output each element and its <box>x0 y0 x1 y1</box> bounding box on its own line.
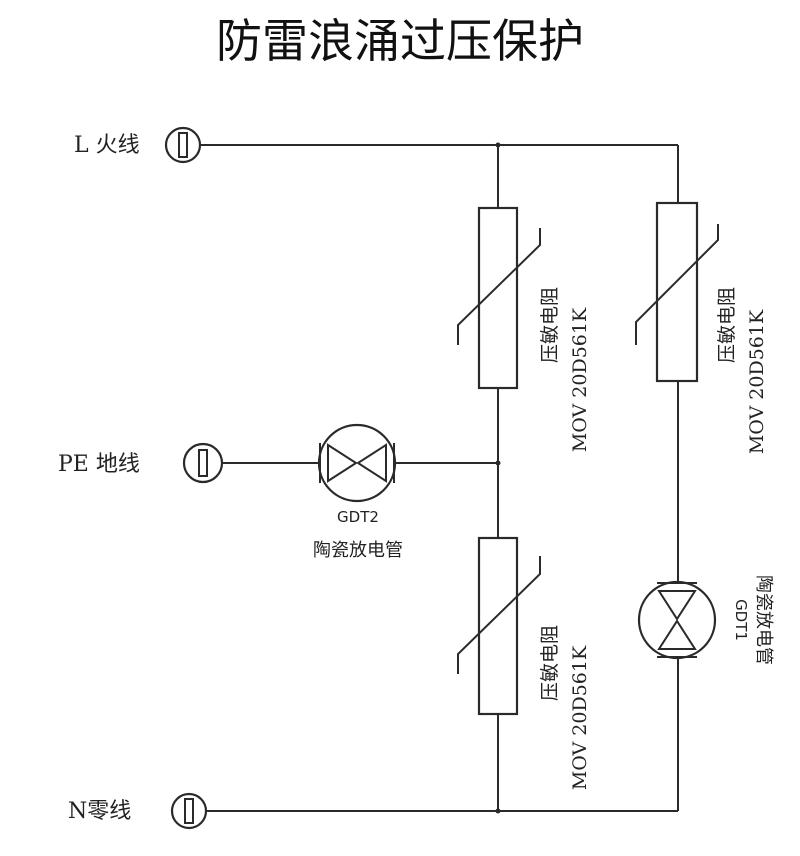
gdt1: GDT1 陶瓷放电管 <box>637 575 774 665</box>
mov-name-label: 压敏电阻 <box>539 625 561 701</box>
varistor-body <box>477 536 519 716</box>
gdt1-name-label: 陶瓷放电管 <box>753 575 774 665</box>
terminal-live: L 火线 <box>74 126 202 164</box>
gdt2: GDT2 陶瓷放电管 <box>313 423 403 561</box>
mov-lower: MOV 20D561K 压敏电阻 <box>457 536 591 790</box>
diagram-title: 防雷浪涌过压保护 <box>216 14 584 68</box>
earth-label: PE 地线 <box>58 452 140 477</box>
electrode-triangle <box>327 443 358 483</box>
mov-model-label: MOV 20D561K <box>569 645 591 790</box>
terminal-earth: PE 地线 <box>58 442 224 484</box>
neutral-label: N零线 <box>68 799 131 824</box>
varistor-symbol-icon <box>457 556 541 674</box>
mov-model-label: MOV 20D561K <box>569 307 591 452</box>
varistor-symbol-icon <box>635 224 719 345</box>
mov-name-label: 压敏电阻 <box>716 287 738 363</box>
gdt2-name-label: 陶瓷放电管 <box>313 540 403 561</box>
electrode-triangle <box>356 443 387 483</box>
mov-model-label: MOV 20D561K <box>746 309 768 454</box>
live-label: L 火线 <box>74 133 140 158</box>
electrode-triangle <box>657 619 697 650</box>
junction-dot <box>495 460 501 466</box>
varistor-body <box>655 201 699 383</box>
mov-name-label: 压敏电阻 <box>539 287 561 363</box>
junction-dot <box>495 808 501 814</box>
terminal-neutral: N零线 <box>68 792 208 830</box>
gdt1-id-label: GDT1 <box>732 599 750 641</box>
terminal-slot <box>184 798 194 824</box>
junctions <box>495 142 501 814</box>
mov-upper-right: MOV 20D561K 压敏电阻 <box>635 201 768 454</box>
gdt2-id-label: GDT2 <box>337 508 379 526</box>
terminal-slot <box>198 449 208 477</box>
mov-upper-left: MOV 20D561K 压敏电阻 <box>457 206 591 452</box>
junction-dot <box>495 142 501 148</box>
terminal-slot <box>178 132 188 158</box>
varistor-symbol-icon <box>457 228 541 345</box>
wires <box>200 144 679 812</box>
electrode-triangle <box>657 590 697 621</box>
